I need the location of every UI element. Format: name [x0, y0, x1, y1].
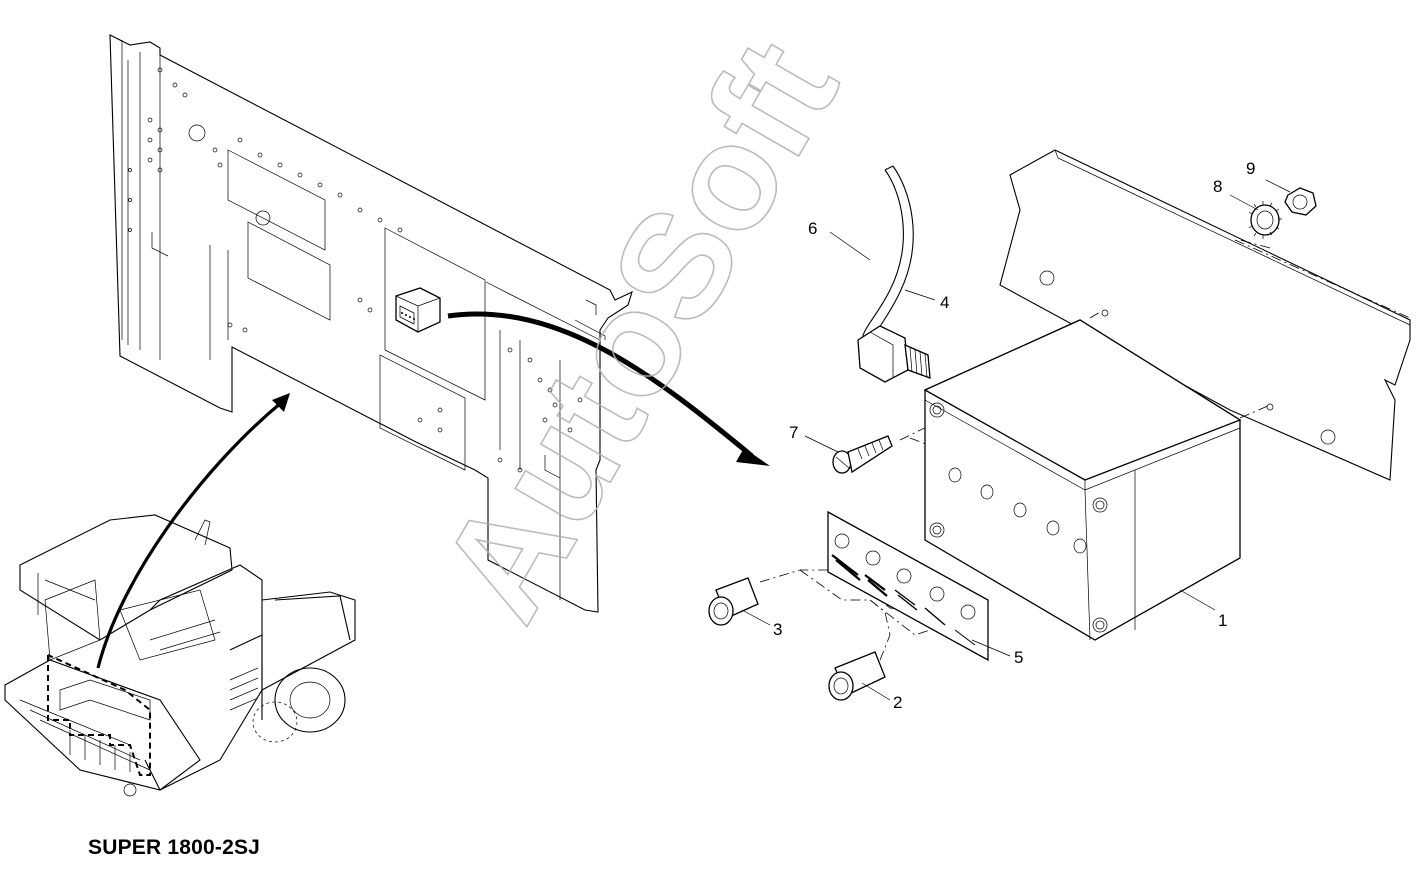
callout-7: 7	[789, 423, 798, 442]
callout-4: 4	[940, 293, 949, 312]
callout-leaders	[741, 179, 1291, 701]
callout-2: 2	[893, 693, 902, 712]
callout-numbers: 1 2 3 4 5 6 7 8 9	[773, 159, 1255, 712]
callout-6: 6	[808, 219, 817, 238]
control-box-on-frame	[395, 287, 441, 333]
callout-8: 8	[1213, 177, 1222, 196]
indicator-lamp-2	[828, 651, 886, 701]
location-arrows	[96, 311, 770, 669]
callout-1: 1	[1218, 611, 1227, 630]
callout-3: 3	[773, 620, 782, 639]
watermark: AutoSoft	[407, 14, 869, 646]
callout-5: 5	[1014, 648, 1023, 667]
hex-nut	[1284, 187, 1317, 216]
machine-frame-panel	[109, 34, 633, 613]
indicator-lamp-3	[708, 577, 759, 626]
cable-with-gland	[857, 165, 931, 383]
callout-9: 9	[1246, 159, 1255, 178]
model-label: SUPER 1800-2SJ	[88, 836, 261, 859]
lock-washer	[1248, 201, 1282, 239]
screw	[832, 435, 893, 474]
enclosure-box	[923, 319, 1242, 641]
label-plate	[827, 510, 989, 662]
frame-holes	[128, 67, 583, 473]
paver-machine-illustration	[4, 514, 356, 797]
